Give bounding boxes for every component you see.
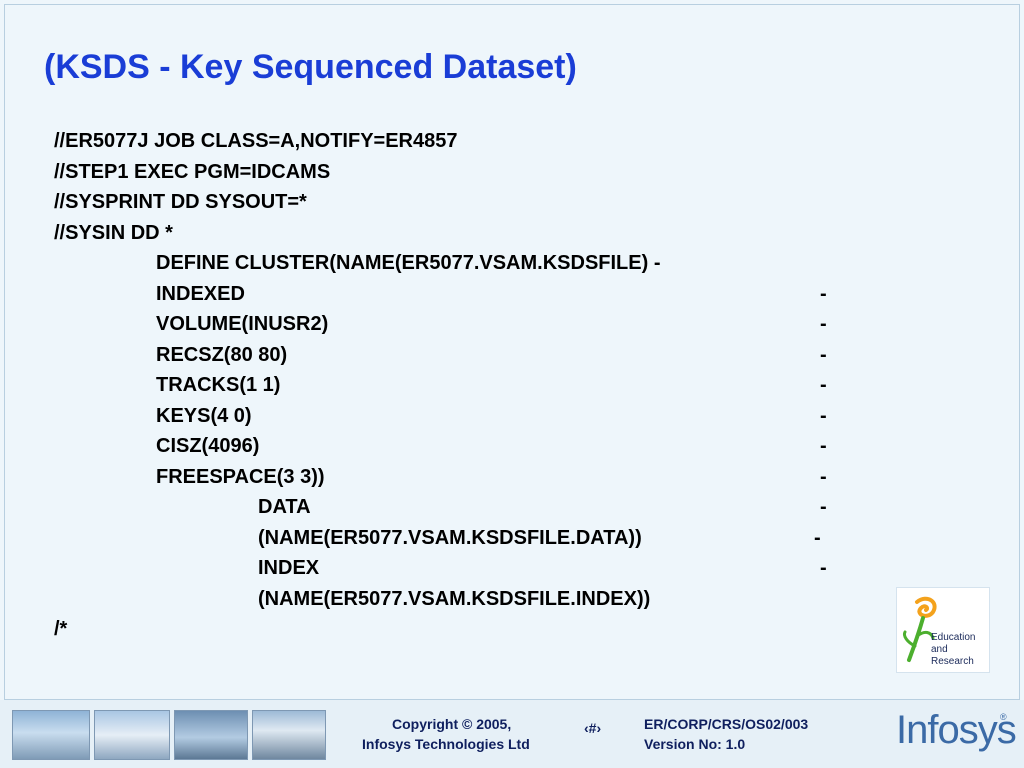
document-id: ER/CORP/CRS/OS02/003 bbox=[644, 716, 809, 732]
code-line-text: /* bbox=[54, 618, 68, 640]
code-line-text: (NAME(ER5077.VSAM.KSDSFILE.INDEX)) bbox=[258, 587, 651, 610]
copyright-line2: Infosys Technologies Ltd bbox=[362, 736, 530, 752]
continuation-dash: - bbox=[820, 374, 827, 396]
code-line-text: RECSZ(80 80) bbox=[156, 343, 288, 366]
infosys-brand-logo: Infosys bbox=[896, 708, 1017, 752]
code-line-text: DEFINE CLUSTER(NAME(ER5077.VSAM.KSDSFILE… bbox=[156, 252, 661, 274]
logo-text-line3: Research bbox=[931, 656, 974, 667]
continuation-dash: - bbox=[814, 526, 821, 549]
building-photo-2 bbox=[94, 710, 170, 760]
version-number: Version No: 1.0 bbox=[644, 736, 746, 752]
continuation-dash: - bbox=[820, 313, 827, 335]
code-line-text: INDEX bbox=[258, 557, 320, 579]
code-line-text: VOLUME(INUSR2) bbox=[156, 313, 329, 335]
code-line-text: //SYSIN DD * bbox=[54, 221, 173, 244]
footer: Copyright © 2005, Infosys Technologies L… bbox=[0, 700, 1024, 768]
continuation-dash: - bbox=[820, 404, 827, 427]
continuation-dash: - bbox=[820, 557, 827, 579]
code-line-text: (NAME(ER5077.VSAM.KSDSFILE.DATA)) bbox=[258, 526, 642, 549]
code-line-text: //ER5077J JOB CLASS=A,NOTIFY=ER4857 bbox=[54, 130, 458, 152]
code-line-text: FREESPACE(3 3)) bbox=[156, 465, 325, 488]
code-line-text: KEYS(4 0) bbox=[156, 404, 252, 427]
education-research-logo: Education and Research bbox=[896, 587, 990, 673]
code-line-text: INDEXED bbox=[156, 282, 245, 305]
logo-text-line1: Education bbox=[931, 632, 976, 643]
continuation-dash: - bbox=[820, 343, 827, 366]
code-line-text: DATA bbox=[258, 496, 311, 518]
building-photo-4 bbox=[252, 710, 326, 760]
continuation-dash: - bbox=[820, 282, 827, 305]
registered-mark: ® bbox=[1000, 712, 1007, 722]
code-line-text: CISZ(4096) bbox=[156, 435, 260, 457]
flower-logo-icon bbox=[903, 596, 937, 662]
continuation-dash: - bbox=[820, 435, 827, 457]
slide-number: ‹#› bbox=[584, 720, 602, 736]
building-photo-3 bbox=[174, 710, 248, 760]
content-frame bbox=[4, 4, 1020, 700]
code-line-text: //SYSPRINT DD SYSOUT=* bbox=[54, 191, 307, 213]
code-line-text: //STEP1 EXEC PGM=IDCAMS bbox=[54, 160, 331, 183]
continuation-dash: - bbox=[820, 465, 827, 488]
copyright-line1: Copyright © 2005, bbox=[392, 716, 512, 732]
code-line-text: TRACKS(1 1) bbox=[156, 374, 281, 396]
logo-text-line2: and bbox=[931, 644, 948, 655]
building-photo-1 bbox=[12, 710, 90, 760]
slide-title: (KSDS - Key Sequenced Dataset) bbox=[44, 48, 577, 86]
continuation-dash: - bbox=[820, 496, 827, 518]
